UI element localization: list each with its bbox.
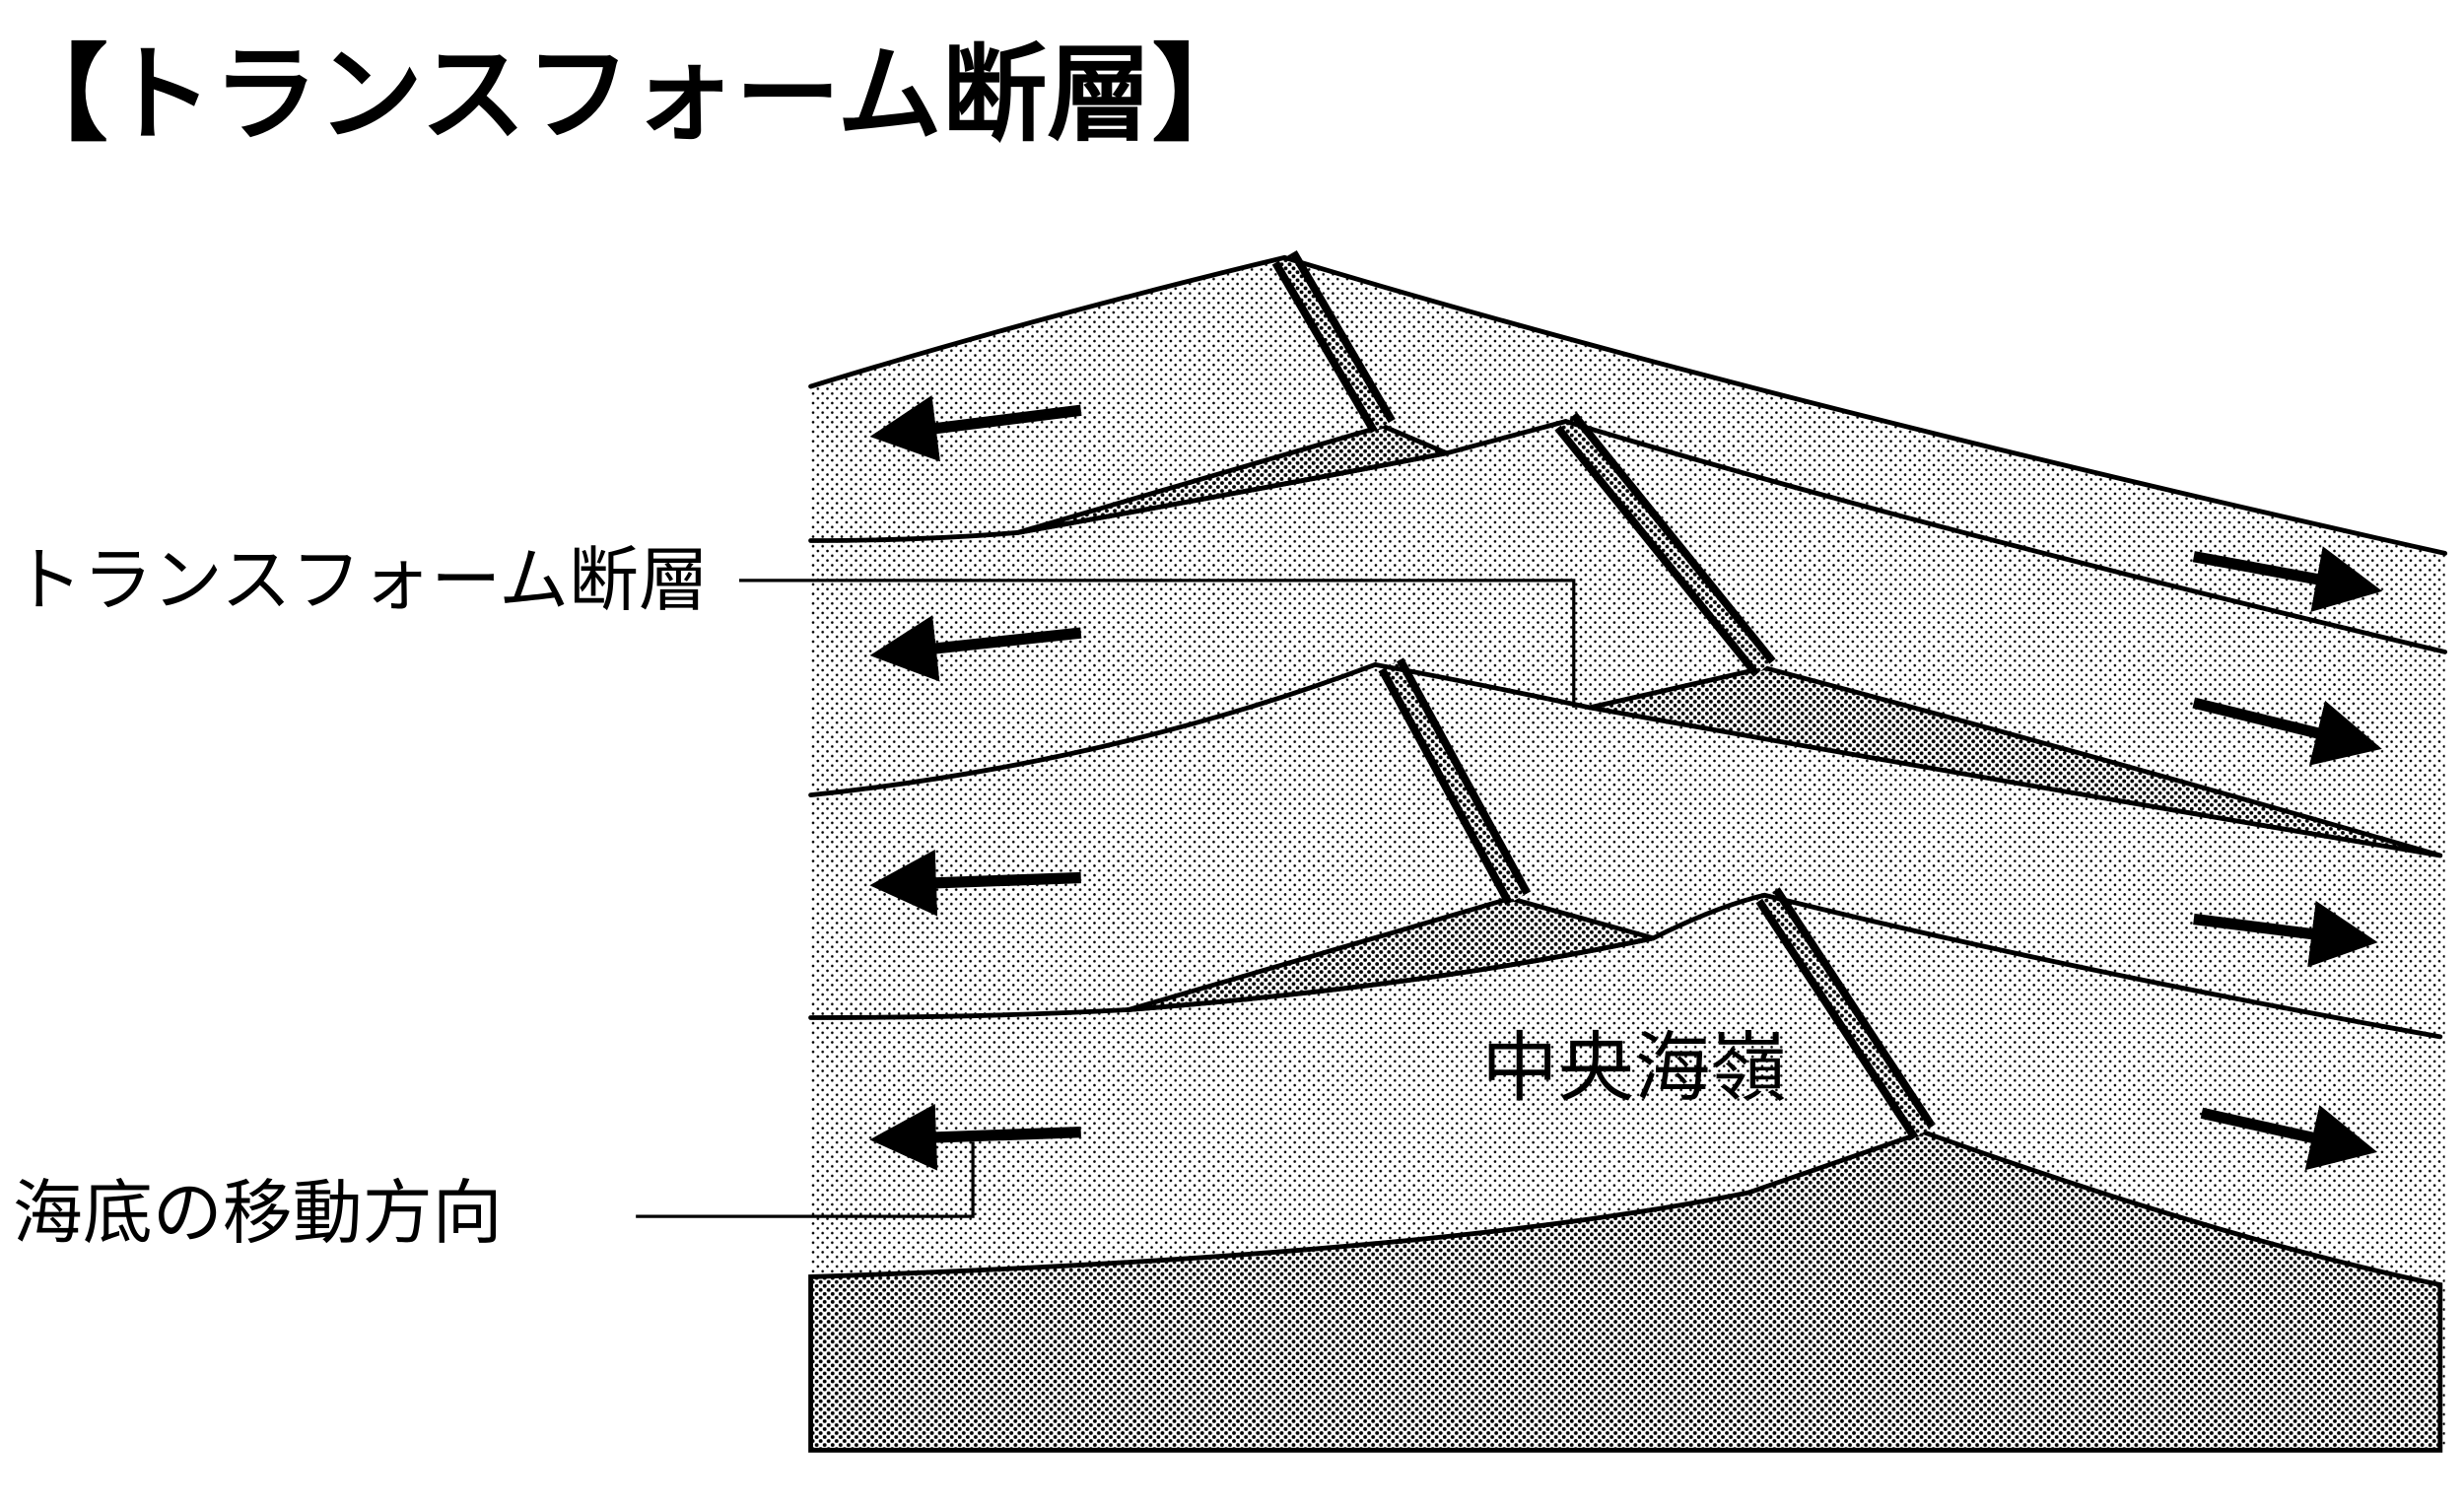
- fault-zone-2: [1587, 665, 2443, 858]
- mid-ocean-ridge-label: 中央海嶺: [1481, 1024, 1787, 1113]
- arrow-left-icon: [869, 1104, 1081, 1171]
- block-outlines: [808, 254, 2448, 1040]
- arrow-right-icon: [2192, 546, 2383, 612]
- arrow-right-icon: [2200, 1105, 2378, 1171]
- seafloor-blocks: [810, 257, 2445, 1451]
- ridge-axes: [1271, 250, 1936, 1140]
- motion-arrows: [869, 394, 2383, 1171]
- transform-fault-leader: [739, 579, 1576, 708]
- seafloor-motion-label: 海底の移動方向: [13, 1172, 503, 1254]
- arrow-left-icon: [869, 615, 1082, 682]
- arrow-right-icon: [2192, 697, 2382, 766]
- arrow-left-icon: [869, 394, 1082, 462]
- arrow-right-icon: [2193, 900, 2378, 968]
- seafloor-motion-leader: [636, 1141, 975, 1218]
- transform-fault-label: トランスフォーム断層: [13, 539, 709, 621]
- arrow-left-icon: [869, 849, 1081, 917]
- mantle-base: [808, 1130, 2443, 1453]
- diagram-title: 【トランスフォーム断層】: [3, 34, 1257, 156]
